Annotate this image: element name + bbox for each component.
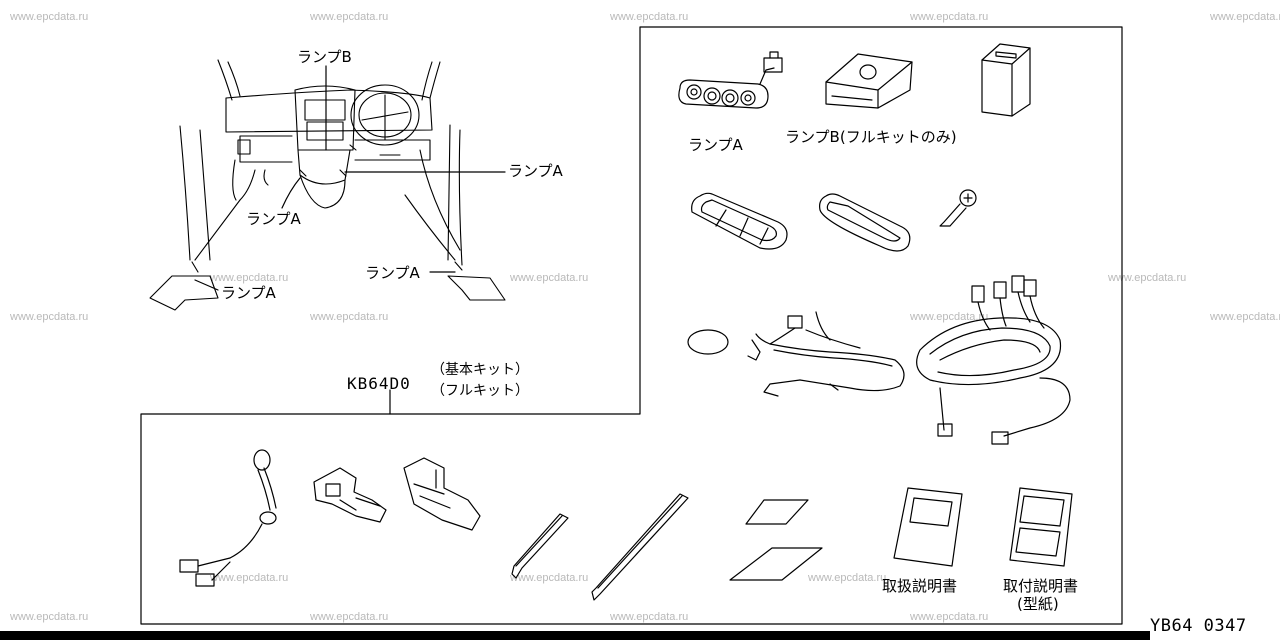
watermark: www.epcdata.ru [510, 572, 589, 584]
watermark: www.epcdata.ru [910, 311, 989, 323]
install-manual-part [1009, 487, 1073, 567]
screw-part [939, 189, 977, 227]
label-template-note: (型紙) [1017, 595, 1059, 613]
watermark: www.epcdata.ru [310, 611, 389, 623]
label-lamp-b-part: ランプB(フルキットのみ) [785, 128, 957, 146]
lamp-bezel-2 [819, 193, 911, 252]
watermark: www.epcdata.ru [1210, 11, 1280, 23]
watermark: www.epcdata.ru [210, 272, 289, 284]
adhesive-sheets [729, 499, 823, 581]
watermark: www.epcdata.ru [610, 611, 689, 623]
kit-variant-full: （フルキット） [431, 383, 529, 399]
watermark: www.epcdata.ru [510, 272, 589, 284]
label-lamp-a-part: ランプA [688, 136, 743, 154]
watermark: www.epcdata.ru [808, 572, 887, 584]
lamp-a-part [678, 51, 783, 109]
label-lamp-b-vehicle: ランプB [297, 48, 352, 66]
bottom-border-bar [0, 631, 1150, 640]
lamp-b-part [825, 53, 913, 109]
watermark: www.epcdata.ru [910, 11, 989, 23]
label-lamp-a-right-foot: ランプA [365, 264, 420, 282]
label-lamp-a-center-left: ランプA [246, 210, 301, 228]
watermark: www.epcdata.ru [310, 11, 389, 23]
watermark: www.epcdata.ru [210, 572, 289, 584]
watermark: www.epcdata.ru [10, 611, 89, 623]
label-install-manual: 取付説明書 [1003, 577, 1079, 595]
diagram-id: YB64 0347 [1150, 616, 1247, 636]
splice-connector-2 [403, 457, 481, 531]
lamp-bezel-1 [691, 192, 788, 250]
watermark: www.epcdata.ru [910, 611, 989, 623]
handling-manual-part [893, 487, 963, 567]
watermark: www.epcdata.ru [1108, 272, 1187, 284]
ground-wire-part [179, 449, 277, 587]
adhesive-pad [687, 329, 729, 355]
watermark: www.epcdata.ru [610, 11, 689, 23]
watermark: www.epcdata.ru [10, 311, 89, 323]
cable-tie-long [591, 493, 689, 601]
label-handling-manual: 取扱説明書 [882, 577, 958, 595]
cable-tie-short [511, 513, 569, 579]
kit-code: KB64D0 [347, 374, 411, 393]
label-lamp-a-left-foot: ランプA [221, 284, 276, 302]
harness-short [747, 311, 905, 397]
watermark: www.epcdata.ru [10, 11, 89, 23]
kit-variant-basic: （基本キット） [431, 362, 529, 378]
harness-long [916, 275, 1071, 445]
watermark: www.epcdata.ru [1210, 311, 1280, 323]
kit-outline [140, 26, 1123, 625]
watermark: www.epcdata.ru [310, 311, 389, 323]
package-part [981, 43, 1031, 117]
splice-connector-1 [313, 467, 387, 523]
label-lamp-a-center-right: ランプA [508, 162, 563, 180]
vehicle-interior-drawing [149, 59, 506, 311]
